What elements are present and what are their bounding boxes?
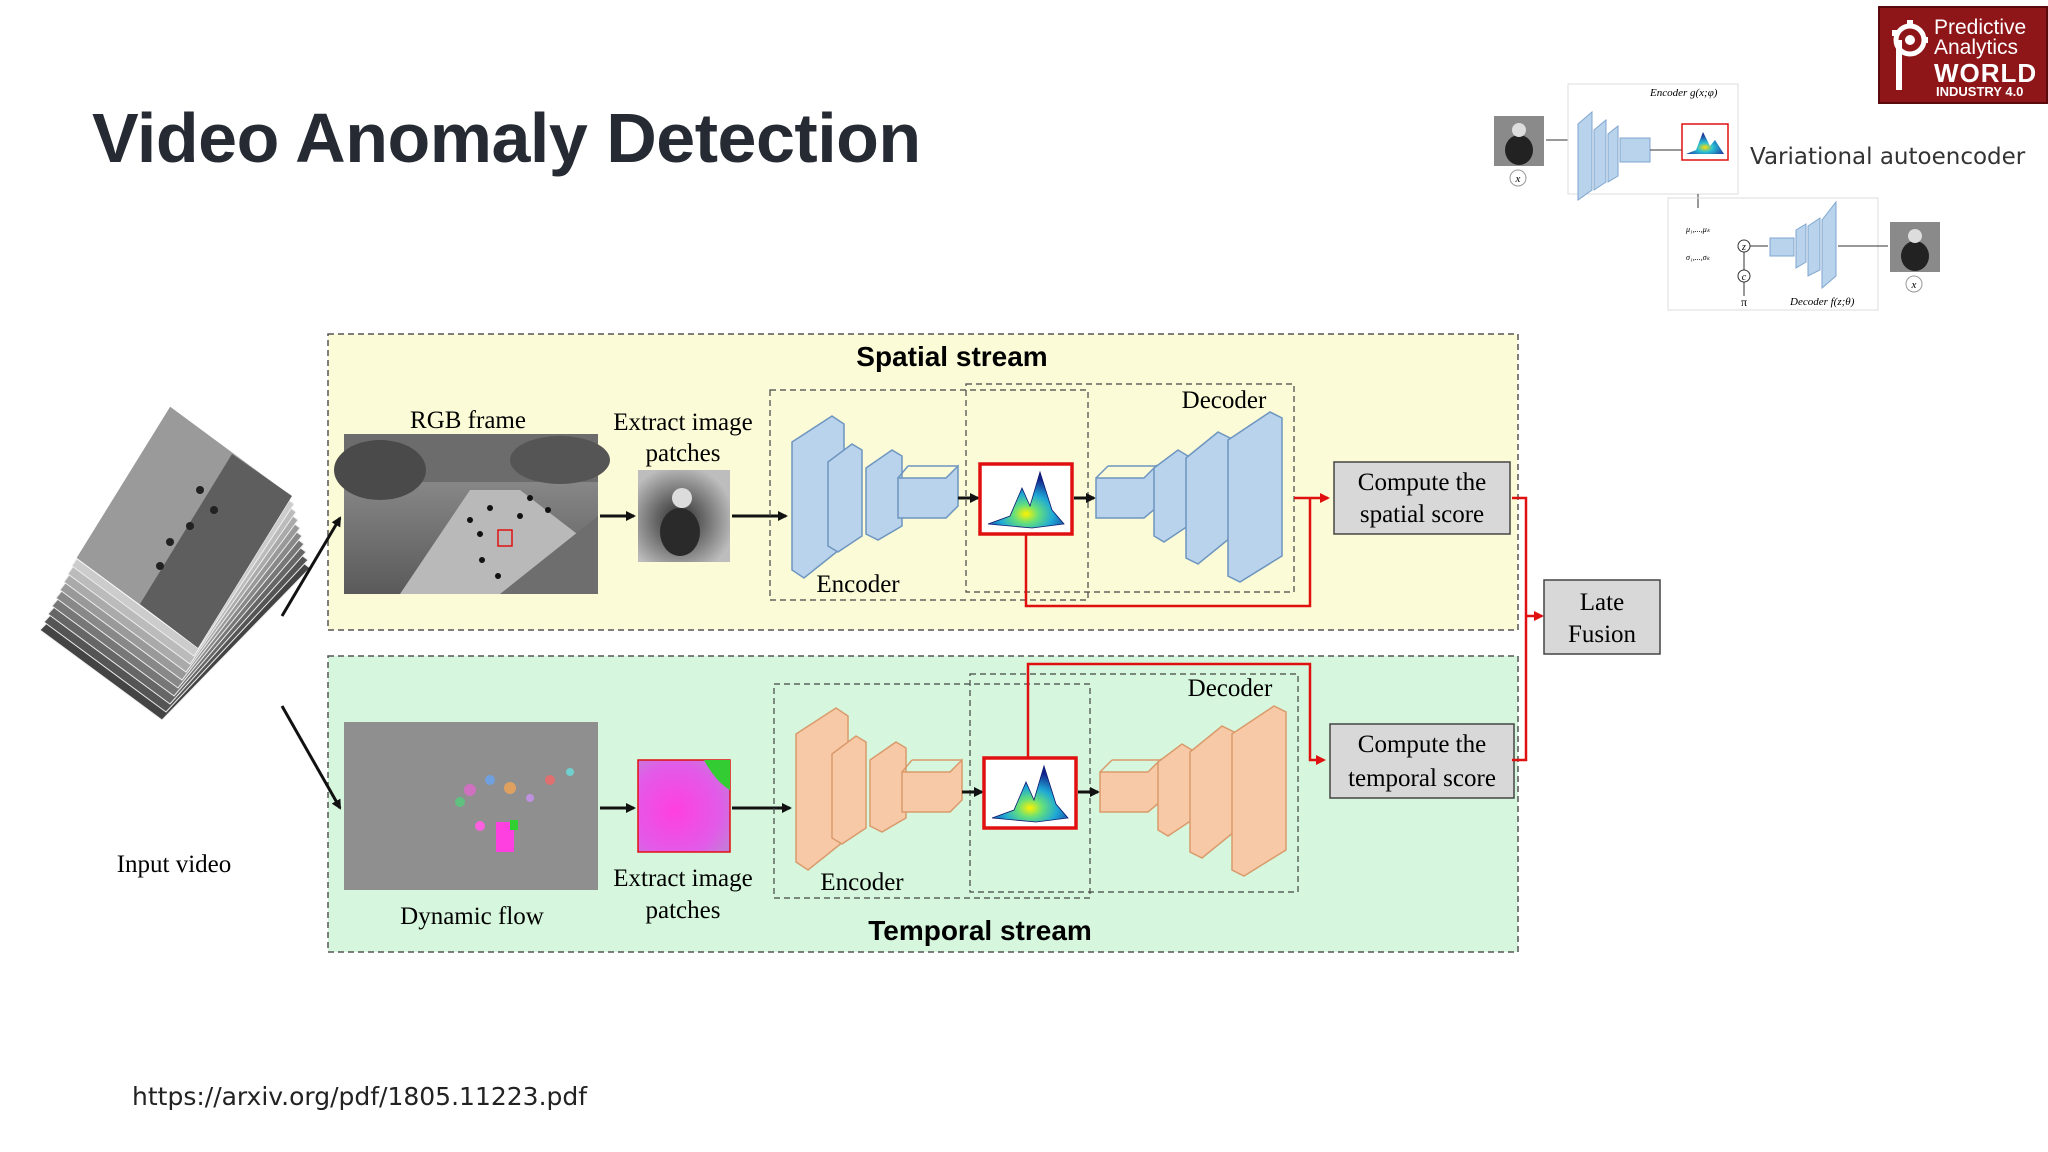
spatial-latent-peak [987, 470, 1065, 529]
spatial-stream-title: Spatial stream [856, 341, 1047, 372]
architecture-diagram: Spatial stream Temporal stream Input vid… [39, 333, 1661, 953]
vae-c: c [1742, 272, 1747, 283]
temporal-encoder-layers [795, 707, 963, 871]
vae-encoder-box [1567, 83, 1739, 195]
spatial-encoder-label: Encoder [816, 571, 900, 598]
temporal-stream-title: Temporal stream [868, 915, 1092, 946]
temporal-decoder-label: Decoder [1188, 675, 1273, 702]
spatial-extract-line1: Extract image [613, 409, 753, 436]
slide-title: Video Anomaly Detection [92, 99, 921, 177]
vae-pi: π [1741, 295, 1747, 309]
vae-sigma: σ₁,...,σₖ [1686, 253, 1711, 262]
temporal-encoder-label: Encoder [820, 869, 904, 896]
temporal-score-line1: Compute the [1358, 731, 1486, 758]
spatial-score-line2: spatial score [1360, 501, 1484, 528]
temporal-extract-line1: Extract image [613, 865, 753, 892]
late-fusion-line1: Late [1580, 589, 1624, 616]
vae-x-in: x [1515, 173, 1521, 185]
spatial-score-box [1333, 461, 1511, 535]
late-fusion-box [1543, 579, 1661, 655]
vae-z: z [1741, 242, 1746, 253]
spatial-encoder-layers [791, 415, 959, 579]
input-video-label: Input video [117, 851, 232, 878]
logo-gear-icon [1892, 20, 1928, 90]
vae-decoder-label: Decoder f(z;θ) [1789, 296, 1855, 308]
dynamic-flow-image [344, 722, 598, 890]
rgb-frame-label: RGB frame [410, 407, 526, 434]
temporal-extract-line2: patches [646, 897, 721, 924]
temporal-decoder-layers [1099, 705, 1287, 877]
logo-line1: Predictive [1934, 16, 2027, 39]
vae-x-out: x [1911, 279, 1917, 291]
vae-mu: μ₁,...,μₖ [1685, 225, 1711, 234]
temporal-score-box [1329, 723, 1515, 799]
logo-line3: WORLD [1934, 58, 2038, 88]
vae-decoder-box [1667, 197, 1879, 311]
spatial-score-line1: Compute the [1358, 469, 1486, 496]
spatial-decoder-label: Decoder [1182, 387, 1267, 414]
spatial-extract-line2: patches [646, 440, 721, 467]
temporal-latent-peak [991, 764, 1069, 823]
source-link[interactable]: https://arxiv.org/pdf/1805.11223.pdf [132, 1082, 588, 1111]
spatial-decoder-layers [1095, 411, 1283, 583]
logo-line2: Analytics [1934, 36, 2019, 59]
vae-inset: x Encoder g(x;φ) μ₁,...,μₖ σ₁,...,σₖ z c… [1494, 83, 1940, 311]
spatial-decoder-box [965, 383, 1295, 593]
rgb-frame-image [334, 434, 610, 594]
late-fusion-line2: Fusion [1568, 621, 1637, 648]
vae-label: Variational autoencoder [1750, 144, 2026, 170]
temporal-decoder-box [969, 673, 1299, 893]
dynamic-flow-label: Dynamic flow [400, 903, 544, 930]
temporal-score-line2: temporal score [1348, 765, 1496, 792]
vae-encoder-label: Encoder g(x;φ) [1649, 87, 1718, 99]
logo-line4: INDUSTRY 4.0 [1936, 84, 2024, 99]
input-video-stack [39, 405, 311, 721]
logo: Predictive Analytics WORLD INDUSTRY 4.0 [1878, 6, 2048, 104]
